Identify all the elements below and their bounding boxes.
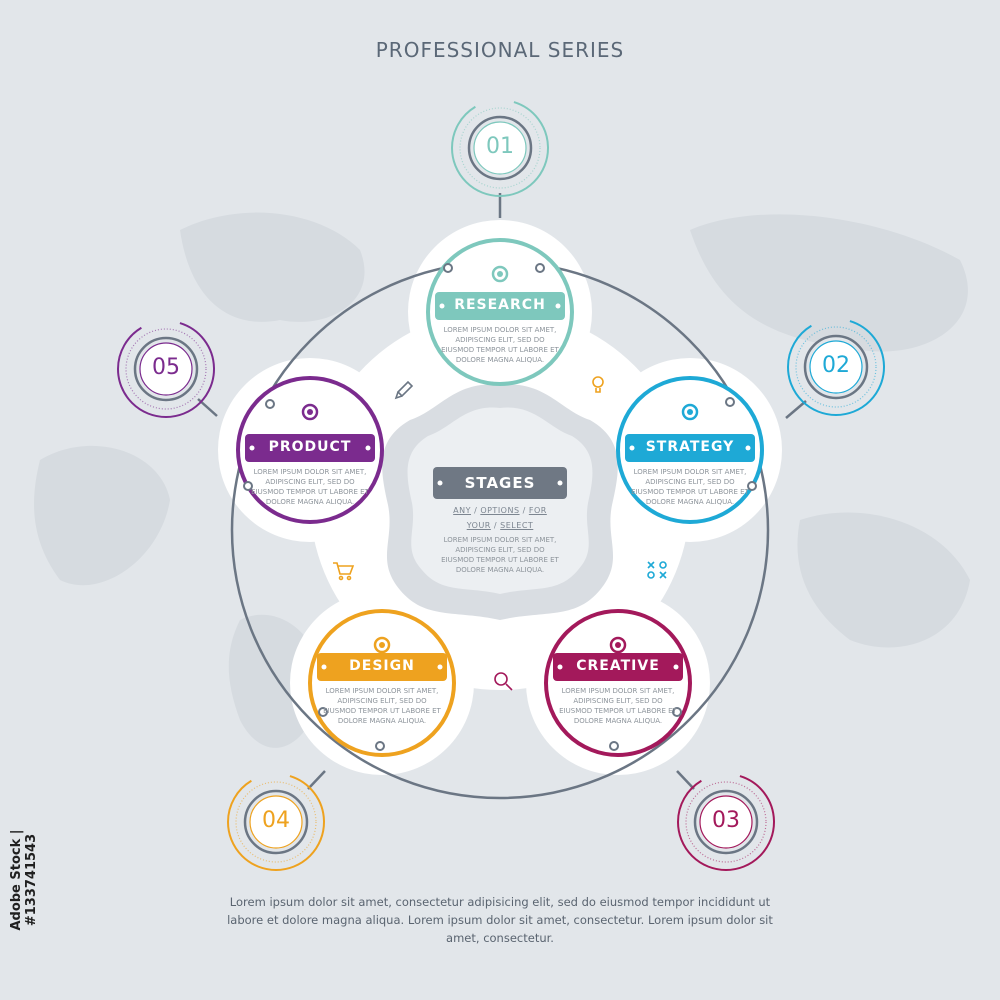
badge-number: 02	[822, 353, 850, 378]
plate-rivet	[249, 445, 255, 451]
badge-inner	[249, 795, 303, 849]
stock-watermark: Adobe Stock | #133741543	[9, 829, 39, 931]
badge-inner	[699, 795, 753, 849]
option-any[interactable]: ANY	[453, 506, 472, 515]
plate-rivet	[555, 303, 561, 309]
stage-design	[308, 609, 456, 757]
badge-outer-arc	[227, 773, 325, 871]
stage-ring	[308, 609, 456, 757]
stage-label: DESIGN	[349, 658, 415, 674]
stage-label: PRODUCT	[268, 439, 352, 455]
badge-outer-arc	[117, 320, 215, 418]
number-badge-05[interactable]	[117, 320, 215, 418]
plate-rivet	[629, 445, 635, 451]
world-map-background	[34, 212, 970, 748]
stage-target-dot	[615, 642, 621, 648]
option-for[interactable]: FOR	[528, 506, 547, 515]
plate-rivet	[321, 664, 327, 670]
stage-creative	[544, 609, 692, 757]
badge-tick-ring	[459, 107, 541, 189]
plate-rivet	[437, 664, 443, 670]
stage-description: LOREM IPSUM DOLOR SIT AMET, ADIPISCING E…	[631, 468, 749, 506]
center-options: ANY / OPTIONS / FOR YOUR / SELECT	[453, 506, 547, 530]
cart-icon	[333, 562, 355, 581]
stage-strategy	[616, 376, 764, 524]
stage-label: RESEARCH	[454, 297, 546, 313]
badge-outer-arc	[787, 318, 885, 416]
badge-inner	[809, 340, 863, 394]
number-badge-04[interactable]	[227, 773, 325, 871]
stage-label-plate	[625, 434, 755, 462]
badge-number: 03	[712, 808, 740, 833]
plate-rivet	[365, 445, 371, 451]
magnifier-icon	[494, 672, 513, 691]
stage-label-plate	[435, 292, 565, 320]
badge-tick-ring	[125, 328, 207, 410]
plate-rivet	[745, 445, 751, 451]
stage-target-icon	[609, 636, 627, 654]
stage-label: STRATEGY	[645, 439, 735, 455]
badge-tick-ring	[795, 326, 877, 408]
orbit-dots	[243, 263, 757, 751]
stage-label-plate	[317, 653, 447, 681]
badge-outer-arc	[451, 99, 549, 197]
stage-target-dot	[379, 642, 385, 648]
center-label-plate	[433, 467, 567, 499]
stage-target-dot	[497, 271, 503, 277]
badge-inner	[139, 342, 193, 396]
plate-rivet	[673, 664, 679, 670]
badge-outer-arc	[677, 773, 775, 871]
stage-target-dot	[687, 409, 693, 415]
center-text: LOREM IPSUM DOLOR SIT AMET, ADIPISCING E…	[441, 536, 559, 574]
plate-rivet	[557, 664, 563, 670]
stage-target-icon	[373, 636, 391, 654]
badge-number: 01	[486, 134, 514, 159]
number-badge-01[interactable]	[451, 99, 549, 197]
stage-research	[426, 238, 574, 386]
badge-number: 04	[262, 808, 290, 833]
badge-inner	[473, 121, 527, 175]
stage-label-plate	[245, 434, 375, 462]
stage-icons	[333, 376, 667, 691]
stage-label: CREATIVE	[576, 658, 660, 674]
stage-label-plate	[553, 653, 683, 681]
stage-product	[236, 376, 384, 524]
stage-target-icon	[491, 265, 509, 283]
number-badge-02[interactable]	[787, 318, 885, 416]
option-options[interactable]: OPTIONS	[480, 506, 520, 515]
stage-description: LOREM IPSUM DOLOR SIT AMET, ADIPISCING E…	[559, 687, 677, 725]
badge-number: 05	[152, 355, 180, 380]
stage-description: LOREM IPSUM DOLOR SIT AMET, ADIPISCING E…	[323, 687, 441, 725]
stage-target-icon	[301, 403, 319, 421]
center-label: STAGES	[464, 474, 536, 492]
plate-rivet	[439, 303, 445, 309]
stage-description: LOREM IPSUM DOLOR SIT AMET, ADIPISCING E…	[441, 326, 559, 364]
option-select[interactable]: SELECT	[500, 521, 534, 530]
lightbulb-icon	[592, 376, 604, 393]
pencil-icon	[394, 380, 414, 400]
stage-ring	[544, 609, 692, 757]
stage-target-dot	[307, 409, 313, 415]
strategy-icon	[647, 561, 667, 579]
footer-text: Lorem ipsum dolor sit amet, consectetur …	[227, 895, 773, 945]
stage-description: LOREM IPSUM DOLOR SIT AMET, ADIPISCING E…	[251, 468, 369, 506]
page-title: PROFESSIONAL SERIES	[375, 38, 625, 62]
option-your[interactable]: YOUR	[466, 521, 491, 530]
badge-tick-ring	[685, 781, 767, 863]
number-badge-03[interactable]	[677, 773, 775, 871]
inner-core	[407, 407, 593, 594]
badge-tick-ring	[235, 781, 317, 863]
stage-target-icon	[681, 403, 699, 421]
